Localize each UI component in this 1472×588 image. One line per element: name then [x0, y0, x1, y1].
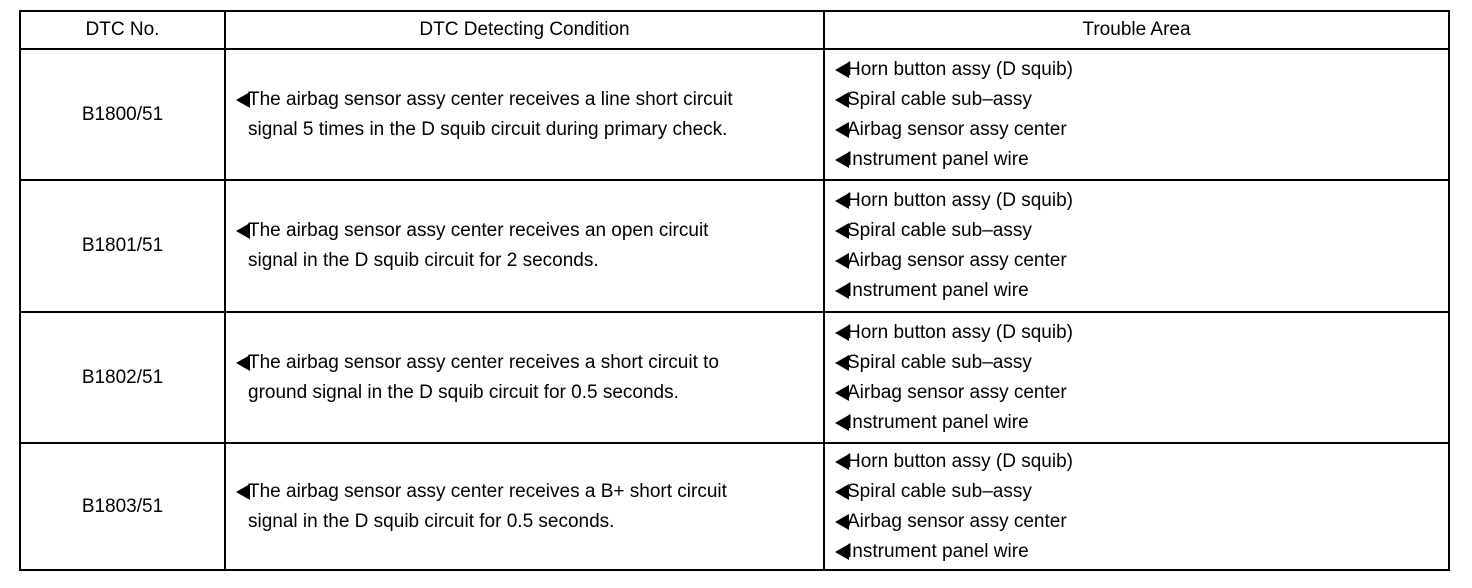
- dtc-table: DTC No. DTC Detecting Condition Trouble …: [19, 10, 1450, 571]
- trouble-area-item: Spiral cable sub–assy: [835, 216, 1032, 246]
- bullet-arrow-icon: [236, 354, 250, 371]
- bullet-arrow-icon: [835, 223, 849, 239]
- condition-text: The airbag sensor assy center receives a…: [236, 348, 719, 408]
- bullet-arrow-icon: [835, 253, 849, 269]
- condition-cell: The airbag sensor assy center receives a…: [226, 181, 823, 311]
- bullet-arrow-icon: [835, 61, 849, 78]
- condition-text: The airbag sensor assy center receives a…: [236, 216, 708, 276]
- trouble-area-cell: Horn button assy (D squib) Spiral cable …: [825, 313, 1448, 442]
- dtc-code: B1800/51: [81, 103, 164, 125]
- trouble-area-cell: Horn button assy (D squib) Spiral cable …: [825, 181, 1448, 311]
- bullet-arrow-icon: [236, 483, 250, 500]
- trouble-area-cell: Horn button assy (D squib) Spiral cable …: [825, 50, 1448, 179]
- trouble-area-item: Spiral cable sub–assy: [835, 477, 1032, 507]
- bullet-arrow-icon: [835, 384, 849, 401]
- bullet-arrow-icon: [835, 283, 849, 299]
- trouble-area-item: Horn button assy (D squib): [835, 55, 1073, 85]
- condition-line: The airbag sensor assy center receives a…: [248, 220, 709, 241]
- trouble-area-item: Spiral cable sub–assy: [835, 85, 1032, 115]
- condition-line: signal 5 times in the D squib circuit du…: [248, 118, 728, 140]
- condition-cell: The airbag sensor assy center receives a…: [226, 444, 823, 569]
- header-trouble-area: Trouble Area: [1082, 19, 1191, 40]
- condition-line: The airbag sensor assy center receives a…: [248, 88, 733, 110]
- bullet-arrow-icon: [236, 223, 250, 239]
- condition-line: ground signal in the D squib circuit for…: [248, 381, 679, 403]
- bullet-arrow-icon: [835, 91, 849, 108]
- condition-line: signal in the D squib circuit for 2 seco…: [248, 250, 599, 271]
- bullet-arrow-icon: [835, 151, 849, 168]
- condition-line: signal in the D squib circuit for 0.5 se…: [248, 510, 615, 532]
- row-divider: [21, 179, 1448, 181]
- condition-cell: The airbag sensor assy center receives a…: [226, 50, 823, 179]
- trouble-area-item: Instrument panel wire: [835, 276, 1029, 306]
- bullet-arrow-icon: [835, 354, 849, 371]
- bullet-arrow-icon: [835, 513, 849, 530]
- condition-line: The airbag sensor assy center receives a…: [248, 480, 727, 502]
- trouble-area-item: Instrument panel wire: [835, 408, 1029, 438]
- column-divider: [823, 12, 825, 569]
- header-condition: DTC Detecting Condition: [419, 19, 630, 40]
- trouble-area-item: Horn button assy (D squib): [835, 186, 1073, 216]
- condition-text: The airbag sensor assy center receives a…: [236, 85, 733, 145]
- trouble-area-item: Instrument panel wire: [835, 537, 1029, 567]
- header-dtc-no: DTC No.: [85, 19, 160, 40]
- bullet-arrow-icon: [835, 453, 849, 470]
- row-divider: [21, 48, 1448, 50]
- column-divider: [224, 12, 226, 569]
- dtc-code: B1803/51: [81, 495, 164, 517]
- condition-text: The airbag sensor assy center receives a…: [236, 477, 727, 537]
- bullet-arrow-icon: [835, 414, 849, 431]
- trouble-area-item: Airbag sensor assy center: [835, 378, 1067, 408]
- bullet-arrow-icon: [236, 91, 250, 108]
- trouble-area-item: Horn button assy (D squib): [835, 447, 1073, 477]
- bullet-arrow-icon: [835, 324, 849, 341]
- trouble-area-item: Airbag sensor assy center: [835, 246, 1067, 276]
- condition-cell: The airbag sensor assy center receives a…: [226, 313, 823, 442]
- bullet-arrow-icon: [835, 193, 849, 209]
- bullet-arrow-icon: [835, 483, 849, 500]
- trouble-area-cell: Horn button assy (D squib) Spiral cable …: [825, 444, 1448, 569]
- trouble-area-item: Airbag sensor assy center: [835, 115, 1067, 145]
- bullet-arrow-icon: [835, 121, 849, 138]
- row-divider: [21, 442, 1448, 444]
- trouble-area-item: Horn button assy (D squib): [835, 318, 1073, 348]
- bullet-arrow-icon: [835, 543, 849, 560]
- dtc-code: B1801/51: [81, 235, 164, 256]
- trouble-area-item: Instrument panel wire: [835, 145, 1029, 175]
- trouble-area-item: Airbag sensor assy center: [835, 507, 1067, 537]
- dtc-code: B1802/51: [81, 366, 164, 388]
- row-divider: [21, 311, 1448, 313]
- condition-line: The airbag sensor assy center receives a…: [248, 351, 719, 373]
- trouble-area-item: Spiral cable sub–assy: [835, 348, 1032, 378]
